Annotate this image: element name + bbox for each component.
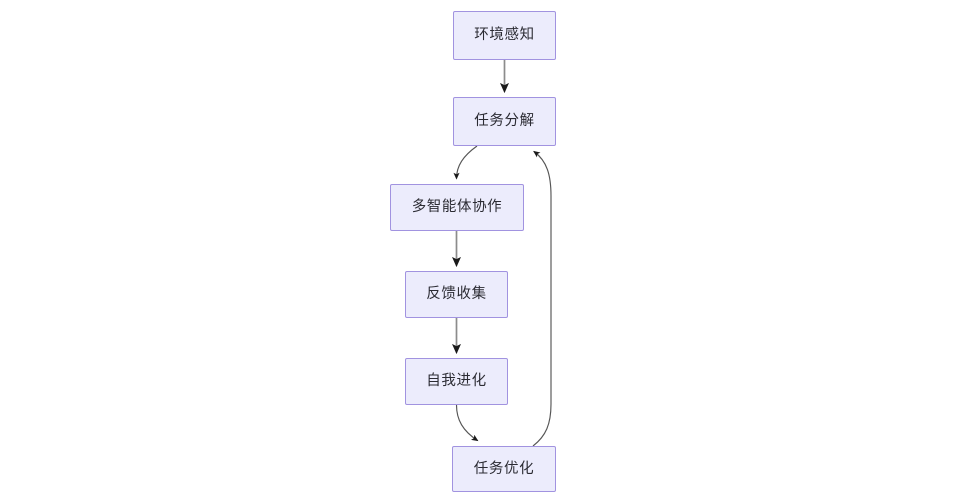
node-multi-agent-collaboration-label: 多智能体协作 <box>411 199 503 216</box>
node-task-optimization[interactable]: 任务优化 <box>452 446 556 492</box>
node-self-evolution[interactable]: 自我进化 <box>405 358 508 405</box>
node-feedback-collection[interactable]: 反馈收集 <box>405 271 508 318</box>
edge-optimize-to-decompose-feedback <box>532 150 552 447</box>
edge-decompose-to-collaborate <box>453 145 478 180</box>
node-task-decomposition-label: 任务分解 <box>474 113 535 130</box>
edge-evolution-to-optimize <box>455 404 479 442</box>
node-multi-agent-collaboration[interactable]: 多智能体协作 <box>390 184 524 231</box>
node-perception[interactable]: 环境感知 <box>453 11 556 60</box>
node-task-optimization-label: 任务优化 <box>473 460 535 477</box>
node-self-evolution-label: 自我进化 <box>426 373 487 390</box>
node-feedback-collection-label: 反馈收集 <box>426 286 487 303</box>
node-perception-label: 环境感知 <box>474 27 535 44</box>
node-task-decomposition[interactable]: 任务分解 <box>453 97 556 146</box>
